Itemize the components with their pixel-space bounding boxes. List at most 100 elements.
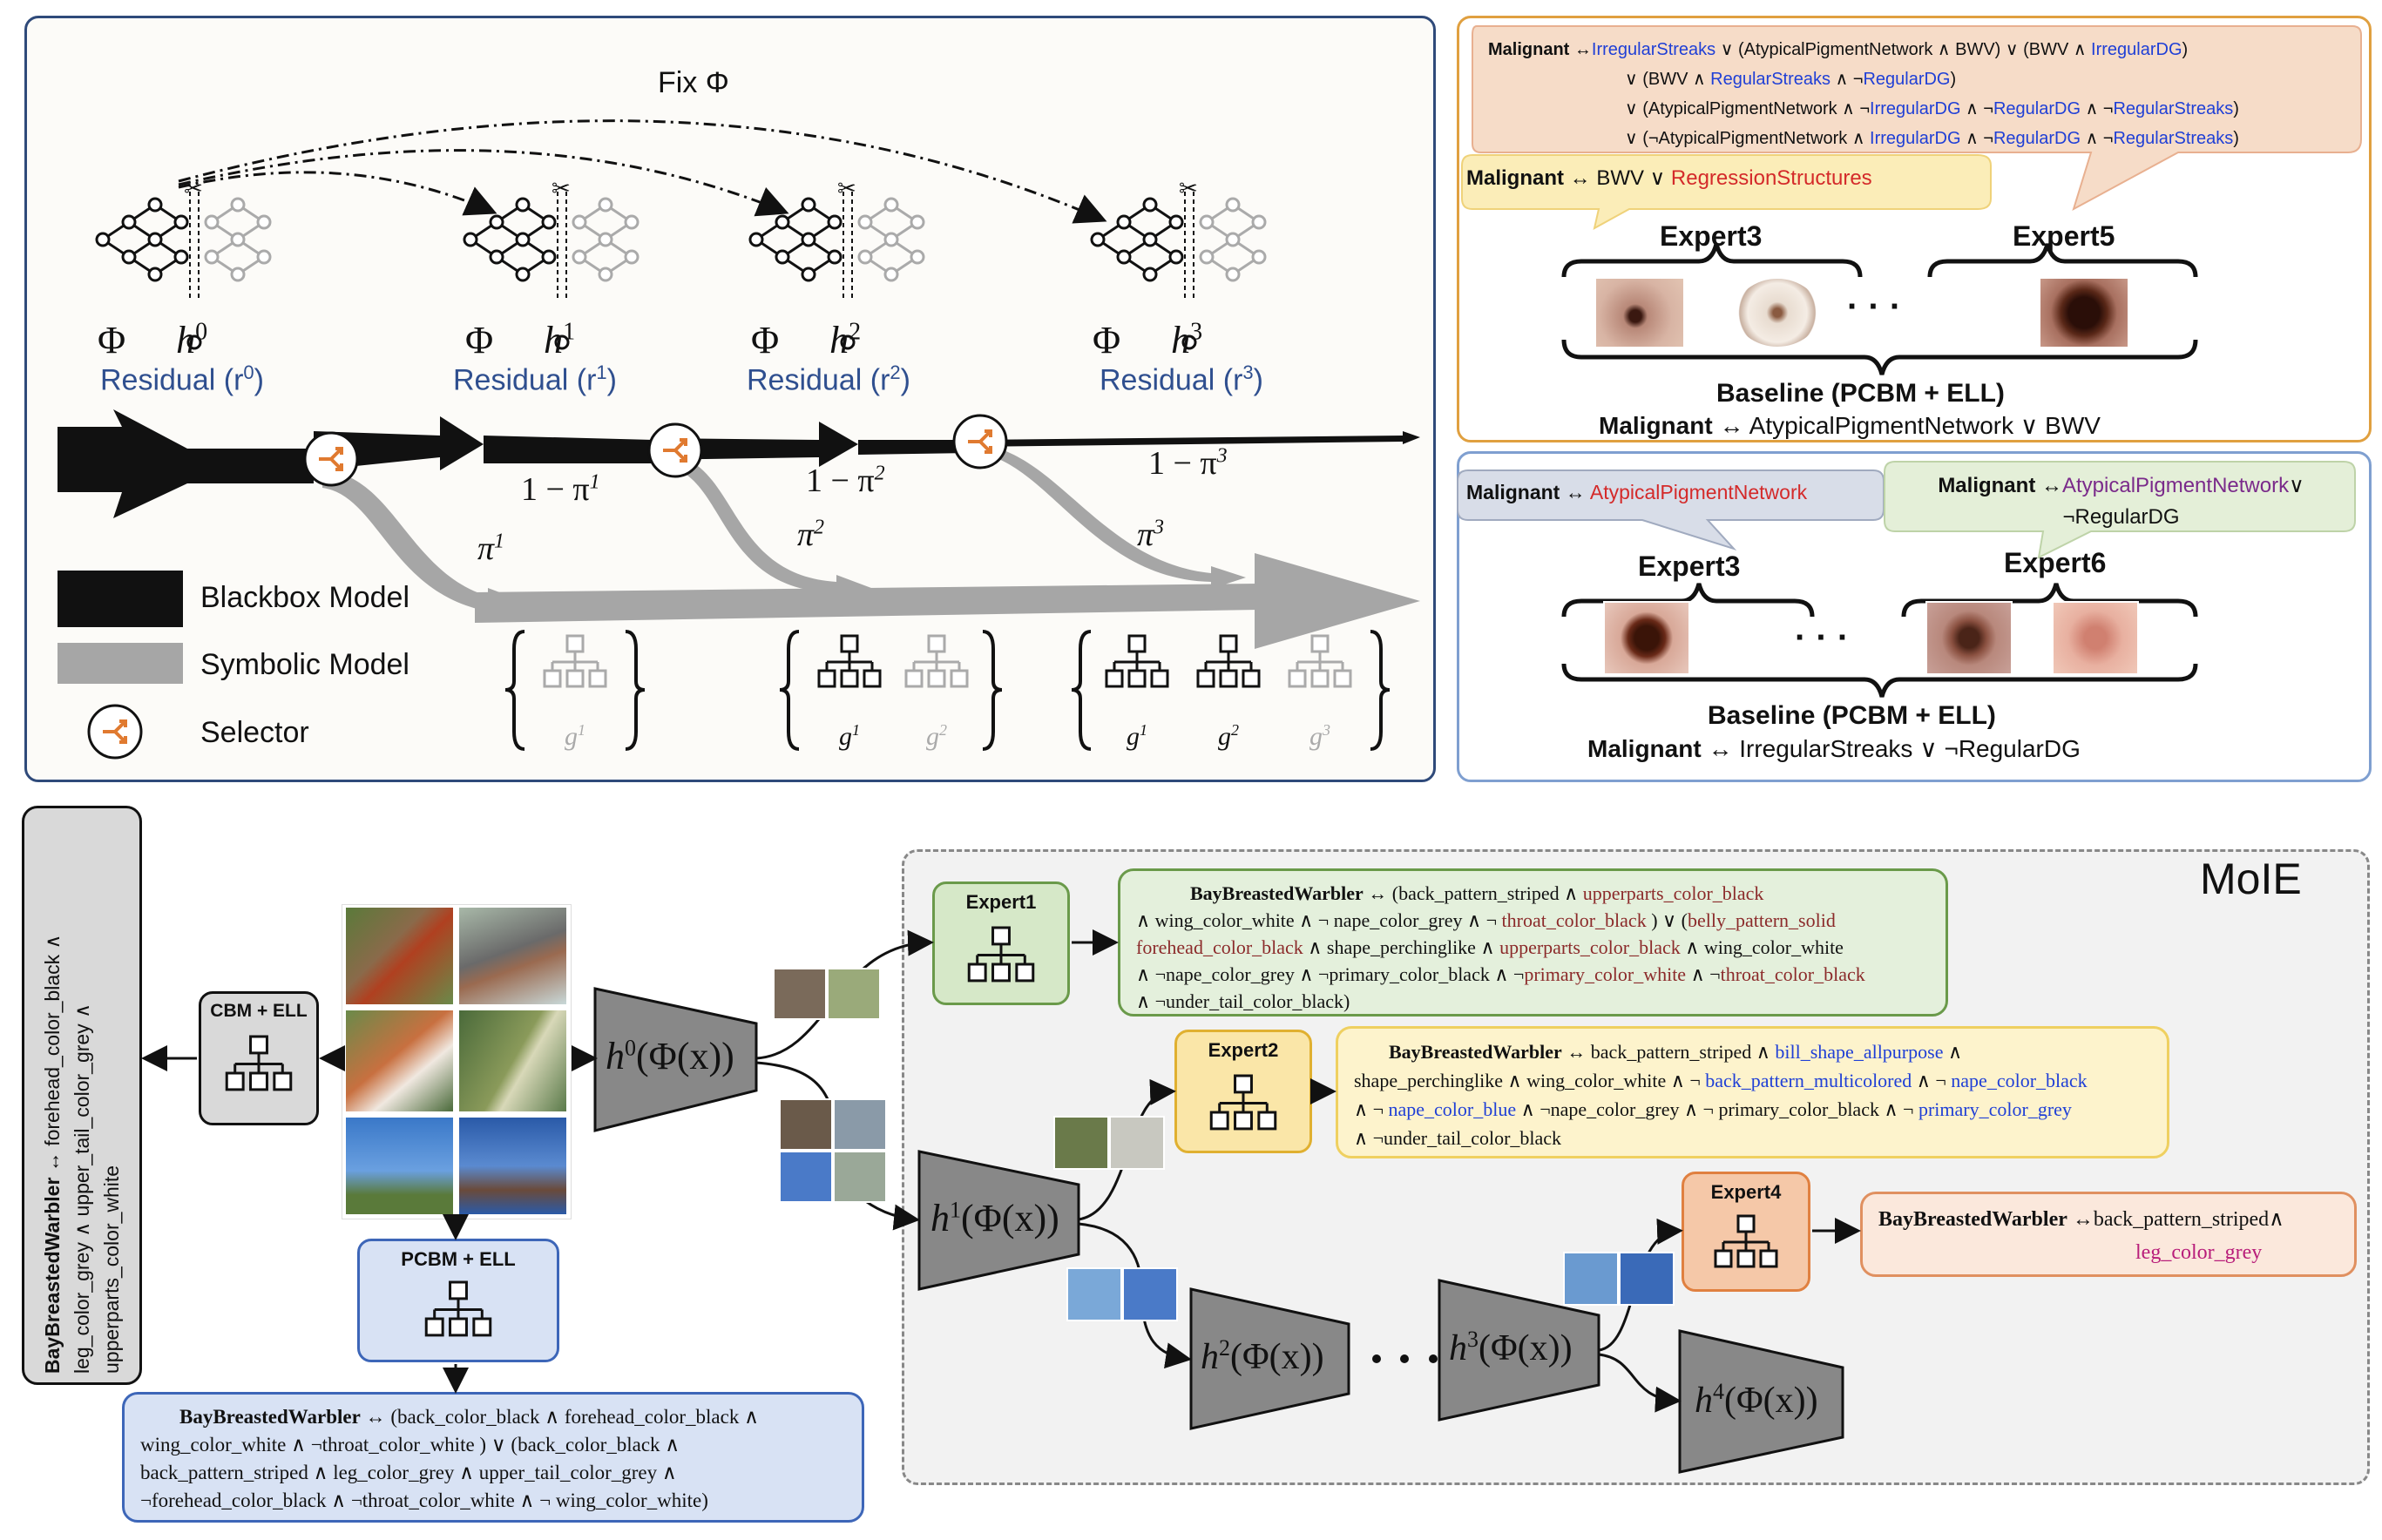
lesion-image <box>1925 601 2013 675</box>
cbm-ell-box: CBM + ELL <box>199 991 319 1125</box>
h1-label: h1(Φ(x)) <box>930 1197 1059 1239</box>
legend <box>58 571 183 760</box>
bird-thumb <box>1619 1252 1675 1306</box>
callout-expert3-b: Malignant ↔ AtypicalPigmentNetwork <box>1466 481 1808 503</box>
baseline-label-1: Baseline (PCBM + ELL) <box>1716 379 2005 408</box>
brace-expert5 <box>1927 243 2198 278</box>
bird-thumb <box>827 968 881 1020</box>
selectors <box>303 414 1008 487</box>
tree-icon <box>225 1035 293 1091</box>
bird-thumb <box>1122 1267 1178 1321</box>
symbolic-flow <box>322 444 1420 649</box>
callout-expert3: Malignant ↔ BWV ∨ RegressionStructures <box>1466 166 1872 190</box>
tree-icon <box>1714 1214 1778 1268</box>
baseline-rule-1: Malignant ↔ AtypicalPigmentNetwork ∨ BWV <box>1599 412 2101 439</box>
expert5-label-1: Expert5 <box>2013 220 2115 252</box>
arrow-h3-h4 <box>1598 1353 1682 1413</box>
tree-icon <box>967 926 1035 983</box>
brace-expert6 <box>1901 583 2198 618</box>
dots-2: · · · <box>1795 618 1850 657</box>
lesion-image <box>2039 277 2129 348</box>
bird-thumb <box>1053 1116 1109 1170</box>
bird-image <box>344 906 455 1006</box>
brace-expert3 <box>1561 243 1863 278</box>
bird-thumb <box>1109 1116 1165 1170</box>
legend-blackbox-swatch <box>58 571 183 627</box>
network-icon: ✂ <box>463 176 639 350</box>
tree-icon <box>1105 634 1169 688</box>
h2-block <box>1189 1287 1350 1430</box>
h0-block <box>593 987 758 1132</box>
expert3-label-1: Expert3 <box>1660 220 1763 252</box>
pcbm-rule-box: BayBreastedWarbler ↔ (back_color_black ∧… <box>122 1392 864 1523</box>
residual-label: Residual (r0) <box>100 361 264 397</box>
g-label: g1 <box>565 721 585 751</box>
fix-phi-label: Fix Φ <box>658 66 729 99</box>
expert2-rule-box: BayBreastedWarbler ↔ back_pattern_stripe… <box>1336 1026 2169 1158</box>
lesion-image <box>2052 601 2139 675</box>
bird-thumb <box>779 1098 833 1151</box>
expert3-label-2: Expert3 <box>1638 550 1741 582</box>
residual-label: Residual (r1) <box>453 361 617 397</box>
bird-thumb <box>1563 1252 1619 1306</box>
lesion-image <box>1734 277 1821 348</box>
symbolic-g-groups <box>504 630 1391 751</box>
tree-icons <box>225 926 1778 1337</box>
h4-block <box>1678 1329 1844 1474</box>
rule-expert5-full: Malignant ↔IrregularStreaks ∨ (AtypicalP… <box>1488 40 2239 148</box>
routed-samples <box>773 968 1675 1321</box>
g-label: g3 <box>1309 721 1330 751</box>
network-icon: ✂ <box>748 176 925 350</box>
one-minus-pi-3: 1 − π3 <box>1148 444 1228 482</box>
legend-selector-icon <box>87 704 143 760</box>
scissors-icon: ✂ <box>837 176 856 202</box>
expert6-label: Expert6 <box>2004 547 2107 578</box>
dots-1: · · · <box>1847 287 1902 326</box>
baseline-label-2: Baseline (PCBM + ELL) <box>1708 701 1996 730</box>
brace-baseline-2 <box>1561 663 2198 698</box>
blackbox-flow <box>58 409 1420 518</box>
brace-expert3b <box>1561 583 1815 618</box>
bird-image <box>344 1116 455 1216</box>
tree-icon <box>817 634 882 688</box>
one-minus-pi-2: 1 − π2 <box>806 462 885 499</box>
cbm-rule-box <box>22 806 142 1385</box>
h4-label: h4(Φ(x)) <box>1695 1379 1818 1421</box>
baseline-rule-2: Malignant ↔ IrregularStreaks ∨ ¬RegularD… <box>1587 735 2081 762</box>
scissors-icon: ✂ <box>184 176 203 202</box>
tree-icon <box>904 634 969 688</box>
selector-icon <box>303 431 359 487</box>
symbolic-flow-heads <box>488 566 1246 614</box>
network-icon: ✂ <box>1090 176 1267 350</box>
scissors-icon: ✂ <box>552 176 571 202</box>
selector-icon <box>952 414 1008 469</box>
g-label: g1 <box>1127 721 1147 751</box>
lesion-image <box>1594 277 1685 348</box>
bird-thumb <box>773 968 827 1020</box>
tree-icon <box>1196 634 1261 688</box>
g-bracket <box>779 630 1003 751</box>
bird-image <box>457 906 568 1006</box>
residual-label: Residual (r3) <box>1100 361 1263 397</box>
bird-thumb <box>1066 1267 1122 1321</box>
callout-expert6: Malignant ↔AtypicalPigmentNetwork∨ ¬Regu… <box>1938 474 2304 529</box>
legend-blackbox-label: Blackbox Model <box>200 581 410 614</box>
h3-block <box>1438 1279 1600 1422</box>
pi-1: π1 <box>477 530 505 567</box>
bird-thumb <box>779 1151 833 1203</box>
lesion-image <box>1603 601 1690 675</box>
h0-label: h0(Φ(x)) <box>606 1035 734 1077</box>
g-label: g2 <box>1218 721 1239 751</box>
expert1-rule-box: BayBreastedWarbler ↔ (back_pattern_strip… <box>1118 868 1948 1017</box>
brace-baseline <box>1561 339 2198 375</box>
expert4-rule-box: BayBreastedWarbler ↔back_pattern_striped… <box>1860 1192 2357 1277</box>
h1-block <box>917 1150 1080 1291</box>
fix-phi-arrows <box>178 119 1107 224</box>
h-dots <box>1372 1354 1438 1363</box>
pi-3: π3 <box>1137 516 1165 553</box>
